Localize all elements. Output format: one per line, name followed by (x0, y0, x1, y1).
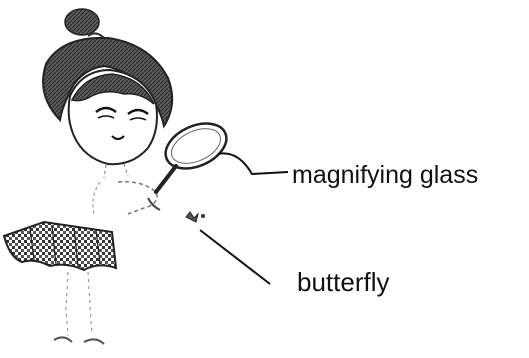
hair-bun (64, 8, 105, 39)
hair (42, 36, 174, 129)
butterfly (185, 211, 205, 223)
magnifying-glass (147, 122, 228, 211)
butterfly-label: butterfly (297, 267, 390, 297)
right-eye (127, 108, 149, 116)
arm (117, 180, 158, 215)
bangs (70, 73, 155, 105)
feet (53, 336, 105, 345)
magnifying-glass-leader (217, 152, 289, 176)
magnifying-glass-label: magnifying glass (292, 161, 479, 189)
skirt (2, 220, 118, 272)
butterfly-leader (199, 229, 271, 285)
left-eye (95, 106, 117, 114)
legs (65, 271, 93, 337)
mouth (111, 135, 125, 140)
